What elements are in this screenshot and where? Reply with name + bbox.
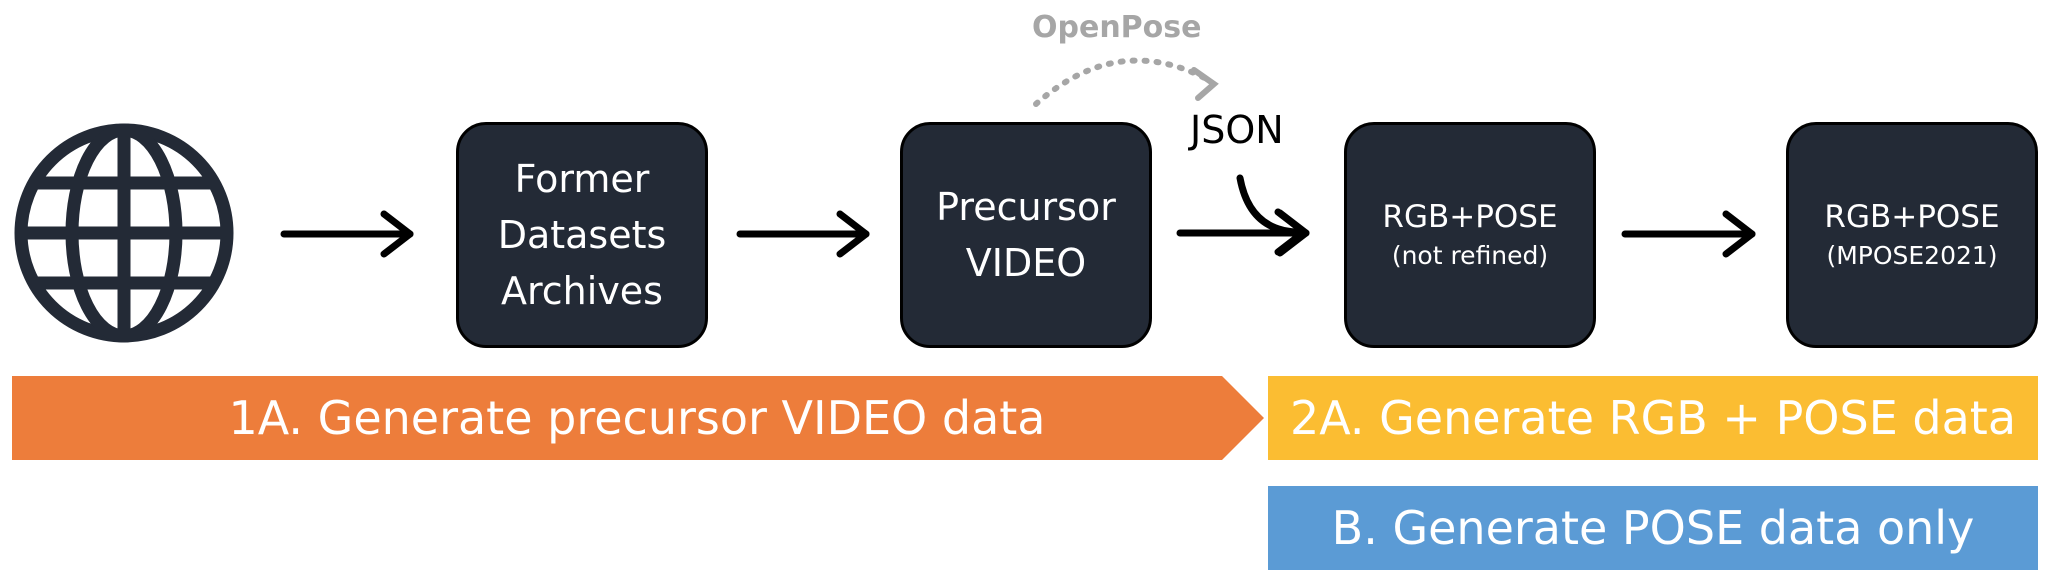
node-rgbpose-unrefined-subtitle: (not refined) [1391,241,1549,270]
node-precursor-line-2: VIDEO [965,241,1087,285]
arrow-json-merge [1236,174,1304,236]
node-rgbpose-unrefined: RGB+POSE (not refined) [1344,122,1596,348]
node-rgbpose-mpose: RGB+POSE (MPOSE2021) [1786,122,2038,348]
node-rgbpose-mpose-title: RGB+POSE [1824,199,2000,235]
openpose-dotted-arrow [1033,57,1219,107]
banner-step-b: B. Generate POSE data only [1268,486,2038,570]
node-former-line-3: Archives [501,269,663,313]
arrow-former-to-precursor [736,210,870,258]
node-rgbpose-mpose-subtitle: (MPOSE2021) [1826,241,1998,270]
banner-step-2a: 2A. Generate RGB + POSE data [1268,376,2038,460]
banner-step-2a-text: 2A. Generate RGB + POSE data [1289,391,2017,445]
arrow-json-merge-head [1274,208,1308,256]
node-precursor-video: Precursor VIDEO [900,122,1152,348]
node-former-datasets: Former Datasets Archives [456,122,708,348]
node-former-line-2: Datasets [497,213,667,257]
node-former-line-1: Former [514,157,650,201]
banner-step-1a: 1A. Generate precursor VIDEO data [12,376,1222,460]
node-precursor-line-1: Precursor [936,185,1116,229]
node-rgbpose-unrefined-title: RGB+POSE [1382,199,1558,235]
arrow-globe-to-former [280,210,414,258]
json-label: JSON [1190,108,1284,152]
banner-step-b-text: B. Generate POSE data only [1331,501,1975,555]
globe-icon [14,123,234,343]
openpose-label: OpenPose [1032,10,1202,45]
arrow-rgbpose-to-mpose [1621,210,1756,258]
banner-step-1a-text: 1A. Generate precursor VIDEO data [228,391,1046,445]
banner-1a-shape [12,376,1264,460]
